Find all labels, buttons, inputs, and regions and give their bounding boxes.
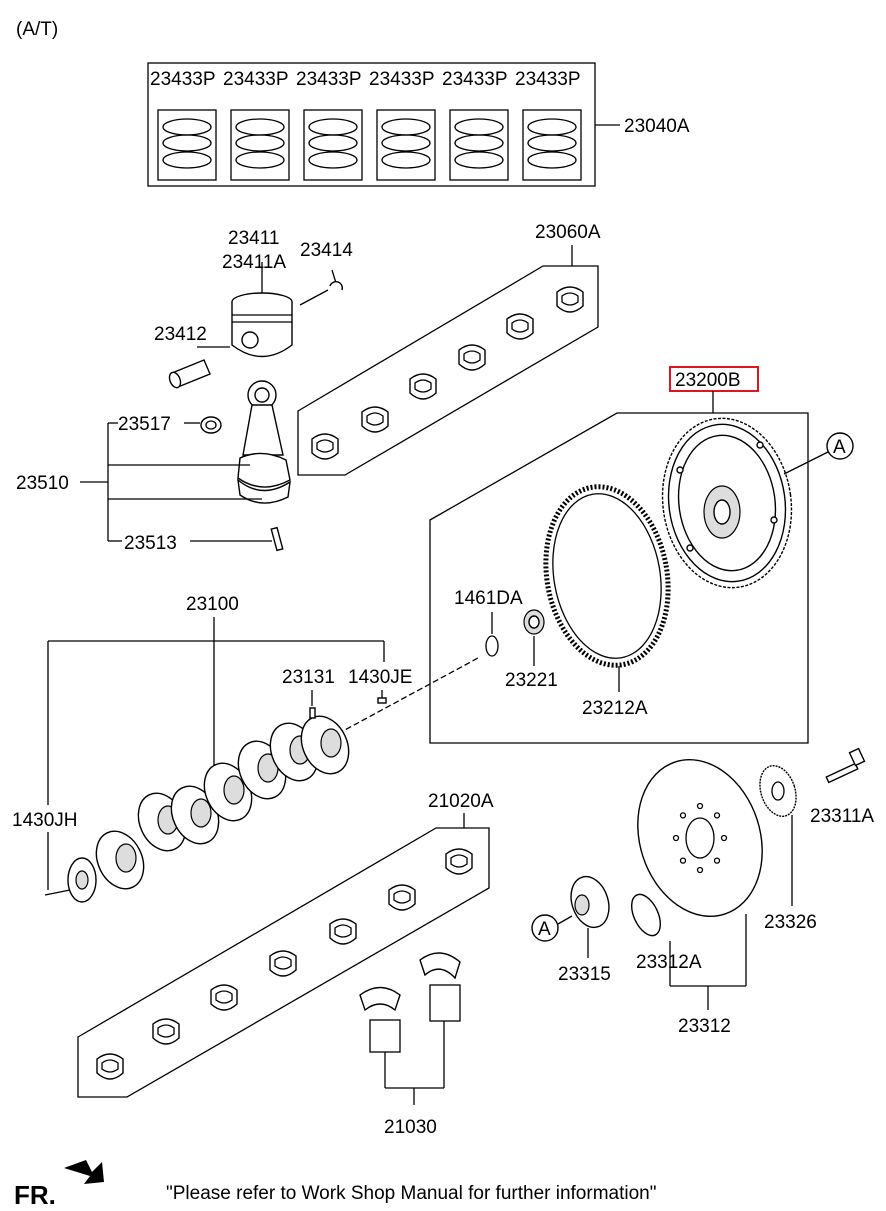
crankshaft-adapter[interactable]	[565, 872, 615, 933]
plate-hole-2	[713, 857, 721, 864]
plate-hole-8	[713, 812, 721, 819]
label-23513[interactable]: 23513	[124, 533, 177, 554]
lower-bearing-shell-7[interactable]	[445, 848, 473, 875]
pilot-bearing[interactable]	[523, 609, 545, 635]
ring-label-5: 23433P	[442, 69, 508, 90]
piston-ring-5[interactable]	[449, 109, 509, 181]
label-23312a[interactable]: 23312A	[636, 952, 702, 973]
label-23326[interactable]: 23326	[764, 912, 817, 933]
ref-a-lower: A	[538, 919, 551, 940]
upper-bearing-shell-5[interactable]	[506, 313, 534, 340]
label-1430je[interactable]: 1430JE	[348, 667, 412, 688]
piston-ring-1[interactable]	[157, 109, 217, 181]
label-23100[interactable]: 23100	[186, 594, 239, 615]
upper-bearing-shell-4[interactable]	[458, 344, 486, 371]
plate-hole-1	[720, 834, 728, 842]
label-23412[interactable]: 23412	[154, 324, 207, 345]
lower-bearing-shell-1[interactable]	[96, 1053, 124, 1080]
label-23060a[interactable]: 23060A	[535, 222, 601, 243]
piston-ring-3[interactable]	[303, 109, 363, 181]
reference-circle-a-upper	[826, 432, 854, 460]
ref-a-upper: A	[833, 437, 846, 458]
highlight-23200b	[669, 366, 759, 392]
reinforcement-plate[interactable]	[754, 761, 802, 821]
crank-journal-4	[223, 775, 245, 805]
drive-plate[interactable]	[618, 743, 782, 932]
crank-journal-1	[115, 843, 137, 873]
thrust-washers[interactable]	[359, 952, 461, 1053]
piston-pin[interactable]	[167, 359, 211, 389]
ring-label-3: 23433P	[296, 69, 362, 90]
connecting-rod[interactable]	[237, 380, 291, 552]
plate-hole-7	[696, 802, 704, 810]
front-label: FR.	[14, 1180, 56, 1210]
drive-plate-bolt[interactable]	[825, 747, 866, 784]
piston-ring-4[interactable]	[376, 109, 436, 181]
piston[interactable]	[231, 262, 293, 358]
upper-bearing-shell-3[interactable]	[409, 373, 437, 400]
label-23221[interactable]: 23221	[505, 670, 558, 691]
label-21020a[interactable]: 21020A	[428, 791, 494, 812]
crank-journal-3	[190, 798, 212, 828]
label-23315[interactable]: 23315	[558, 964, 611, 985]
piston-ring-6[interactable]	[522, 109, 582, 181]
reference-circle-a-lower	[531, 914, 559, 942]
ring-label-6: 23433P	[515, 69, 581, 90]
plate-hole-4	[679, 857, 687, 864]
ring-label-4: 23433P	[369, 69, 435, 90]
adapter-plate[interactable]	[626, 890, 666, 940]
plate-hole-3	[696, 866, 704, 874]
lower-bearing-shell-5[interactable]	[329, 918, 357, 945]
label-23212a[interactable]: 23212A	[582, 698, 648, 719]
label-21030[interactable]: 21030	[384, 1117, 437, 1138]
label-23411[interactable]: 23411	[228, 228, 279, 249]
piston-ring-set[interactable]	[147, 62, 620, 187]
label-23311a[interactable]: 23311A	[810, 806, 874, 827]
crank-journal-7	[320, 728, 342, 758]
upper-bearing-shell-2[interactable]	[361, 406, 389, 433]
lower-bearing-shell-2[interactable]	[152, 1018, 180, 1045]
plate-hole-6	[679, 812, 687, 819]
label-23131[interactable]: 23131	[282, 667, 335, 688]
snap-ring[interactable]	[485, 635, 499, 657]
lower-bearing-shell-4[interactable]	[269, 950, 297, 977]
label-1461da[interactable]: 1461DA	[454, 588, 523, 609]
label-23312[interactable]: 23312	[678, 1016, 731, 1037]
lower-bearing-shell-3[interactable]	[210, 984, 238, 1011]
upper-bearing-shell-6[interactable]	[556, 286, 584, 313]
ring-gear[interactable]	[532, 477, 681, 675]
front-arrow-icon	[64, 1160, 104, 1184]
main-bearing-set-upper[interactable]	[297, 265, 599, 476]
label-23200b[interactable]: 23200B	[675, 370, 741, 391]
label-1430jh[interactable]: 1430JH	[12, 810, 78, 831]
label-23517[interactable]: 23517	[118, 414, 171, 435]
lower-bearing-shell-6[interactable]	[388, 884, 416, 911]
piston-ring-2[interactable]	[230, 109, 290, 181]
label-23414[interactable]: 23414	[300, 240, 353, 261]
transmission-label: (A/T)	[16, 19, 58, 40]
ring-set-label[interactable]: 23040A	[624, 116, 690, 137]
crankshaft[interactable]	[44, 657, 479, 903]
reference-note: "Please refer to Work Shop Manual for fu…	[166, 1183, 656, 1204]
main-bearing-set-lower[interactable]	[77, 827, 490, 1098]
small-end-bush[interactable]	[200, 416, 222, 434]
ring-label-2: 23433P	[223, 69, 289, 90]
upper-bearing-shell-1[interactable]	[311, 433, 339, 460]
label-23411a[interactable]: 23411A	[222, 252, 286, 273]
flywheel-kit-box	[429, 412, 809, 744]
flywheel-assembly[interactable]	[652, 410, 802, 596]
ring-label-1: 23433P	[150, 69, 216, 90]
label-23510[interactable]: 23510	[16, 473, 69, 494]
plate-hole-5	[672, 834, 680, 842]
